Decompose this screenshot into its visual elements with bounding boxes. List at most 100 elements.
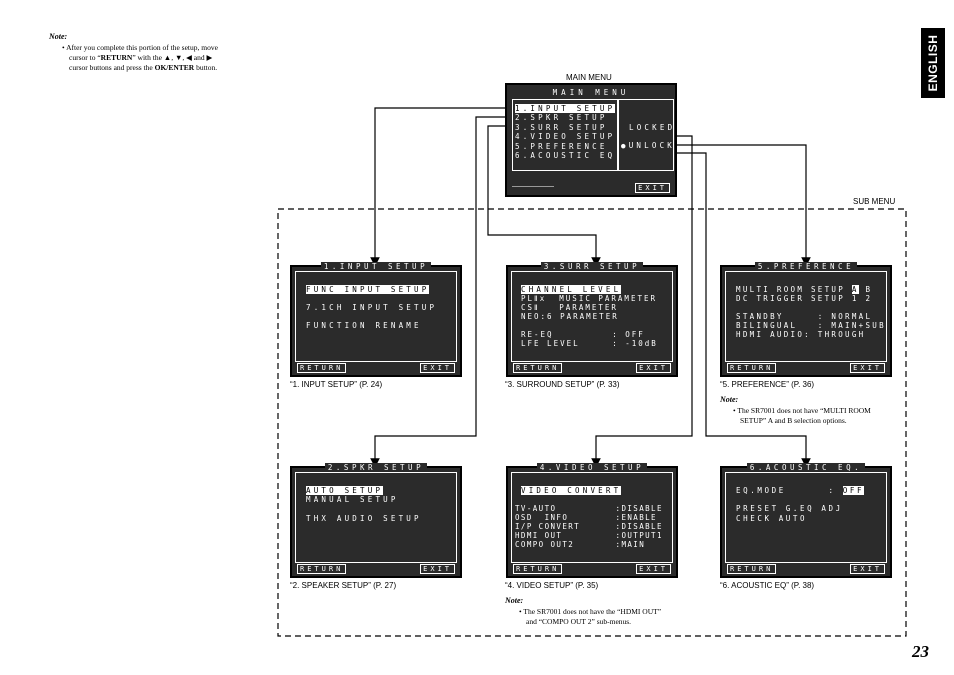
eq-mode-item[interactable]: EQ.MODE : OFF [736,486,865,495]
func-input-setup-item[interactable]: FUNC INPUT SETUP [306,285,430,294]
acoustic-eq-caption: “6. ACOUSTIC EQ” (P. 38) [720,581,815,590]
screen-title: 6.ACOUSTIC EQ. [722,463,890,472]
return-button[interactable]: RETURN [297,363,347,373]
osd-info-item[interactable]: OSD INFO :ENABLE [515,513,657,522]
compo-out2-item[interactable]: COMPO OUT2 :MAIN [515,540,646,549]
main-menu-item-preference[interactable]: 5.PREFERENCE [515,142,608,151]
top-note-line2: cursor to “RETURN” with the ▲, ▼, ◀ and … [62,53,218,63]
manual-setup-item[interactable]: MANUAL SETUP [306,495,399,504]
language-tab: ENGLISH [921,28,945,98]
tv-auto-item[interactable]: TV-AUTO :DISABLE [515,504,663,513]
sub-menu-label: SUB MENU [853,197,896,206]
multi-room-label: MULTI ROOM SETUP [736,285,852,294]
main-menu-item-surr-setup[interactable]: 3.SURR SETUP [515,123,608,132]
top-note-line3: cursor buttons and press the OK/ENTER bu… [62,63,218,73]
surr-setup-screen: 3.SURR SETUP CHANNEL LEVEL PLⅡx MUSIC PA… [506,262,678,377]
screen-title: 4.VIDEO SETUP [508,463,676,472]
main-menu-divider [512,186,554,187]
main-menu-item-spkr-setup[interactable]: 2.SPKR SETUP [515,113,608,122]
return-button[interactable]: RETURN [513,363,563,373]
screen-title: 2.SPKR SETUP [292,463,460,472]
thx-audio-setup-item[interactable]: THX AUDIO SETUP [306,514,422,523]
top-note-line1: • After you complete this portion of the… [62,43,218,52]
video-note-text: • The SR7001 does not have the “HDMI OUT… [519,607,661,627]
auto-setup-item[interactable]: AUTO SETUP [306,486,384,495]
return-button[interactable]: RETURN [297,564,347,574]
main-menu-item-video-setup[interactable]: 4.VIDEO SETUP [515,132,616,141]
multi-room-option-a[interactable]: A [851,285,859,294]
screen-frame [295,271,457,362]
arrow-input-setup [370,107,512,267]
check-auto-item[interactable]: CHECK AUTO [736,514,808,523]
dc-trigger-setup-item[interactable]: DC TRIGGER SETUP 1 2 [736,294,873,303]
cs2-parameter-item[interactable]: CSⅡ PARAMETER [521,303,618,312]
hdmi-audio-item[interactable]: HDMI AUDIO: THROUGH [736,330,866,339]
preference-caption: “5. PREFERENCE” (P. 36) [720,380,815,389]
preference-note-line2: SETUP” A and B selection options. [740,416,847,425]
video-convert-item[interactable]: VIDEO CONVERT [521,486,622,495]
main-menu-item-acoustic-eq[interactable]: 6.ACOUSTIC EQ [515,151,616,160]
main-menu-title: MAIN MENU [552,88,630,97]
screen-frame [511,271,673,362]
video-setup-caption: “4. VIDEO SETUP” (P. 35) [505,581,599,590]
lfe-level-item[interactable]: LFE LEVEL : -10dB [521,339,658,348]
pl2x-music-parameter-item[interactable]: PLⅡx MUSIC PARAMETER [521,294,657,303]
arrow-spkr-setup [370,116,512,468]
spkr-setup-title: 2.SPKR SETUP [324,463,428,472]
eq-mode-value[interactable]: OFF [842,486,865,495]
preference-title: 5.PREFERENCE [754,262,858,271]
arrow-preference [660,144,811,267]
bilingual-item[interactable]: BILINGUAL : MAIN+SUB [736,321,886,330]
eq-mode-label: EQ.MODE : [736,486,843,495]
top-note-text-part: ” with the ▲, ▼, ◀ and ▶ [132,53,213,62]
speaker-setup-caption: “2. SPEAKER SETUP” (P. 27) [290,581,397,590]
hdmi-out-item[interactable]: HDMI OUT :OUTPUT1 [515,531,663,540]
exit-button[interactable]: EXIT [635,183,670,193]
return-button[interactable]: RETURN [727,564,777,574]
71ch-input-setup-item[interactable]: 7.1CH INPUT SETUP [306,303,438,312]
multi-room-setup-item[interactable]: MULTI ROOM SETUP A B [736,285,872,294]
locked-option[interactable]: LOCKED [629,123,676,132]
lock-box [618,99,674,171]
top-note-text-part: cursor buttons and press the [69,63,155,72]
video-setup-screen: 4.VIDEO SETUP VIDEO CONVERT TV-AUTO :DIS… [506,463,678,578]
screen-frame [295,472,457,563]
function-rename-item[interactable]: FUNCTION RENAME [306,321,422,330]
input-setup-screen: 1.INPUT SETUP FUNC INPUT SETUP 7.1CH INP… [290,262,462,377]
exit-button[interactable]: EXIT [850,363,885,373]
acoustic-eq-title: 6.ACOUSTIC EQ. [746,463,866,472]
standby-item[interactable]: STANDBY : NORMAL [736,312,873,321]
screen-title: 3.SURR SETUP [508,262,676,271]
return-button[interactable]: RETURN [513,564,563,574]
return-keyword: RETURN [100,53,133,62]
surr-setup-title: 3.SURR SETUP [540,262,644,271]
neo6-parameter-item[interactable]: NEO:6 PARAMETER [521,312,619,321]
exit-button[interactable]: EXIT [636,363,671,373]
main-menu-item-input-setup[interactable]: 1.INPUT SETUP [515,104,616,113]
exit-button[interactable]: EXIT [850,564,885,574]
page-number: 23 [912,642,929,661]
main-menu-list-box [512,99,618,171]
top-note-text-part: button. [194,63,218,72]
screen-title: 1.INPUT SETUP [292,262,460,271]
input-setup-title: 1.INPUT SETUP [320,262,432,271]
multi-room-option-b[interactable]: B [858,285,873,294]
return-button[interactable]: RETURN [727,363,777,373]
re-eq-item[interactable]: RE-EQ : OFF [521,330,645,339]
unlock-option[interactable]: ●UNLOCK [621,141,676,150]
preset-geq-adj-item[interactable]: PRESET G.EQ ADJ [736,504,843,513]
ip-convert-item[interactable]: I/P CONVERT :DISABLE [515,522,663,531]
video-note-title: Note: [505,596,524,605]
exit-button[interactable]: EXIT [420,363,455,373]
channel-level-item[interactable]: CHANNEL LEVEL [521,285,622,294]
exit-button[interactable]: EXIT [636,564,671,574]
video-setup-title: 4.VIDEO SETUP [536,463,648,472]
ok-enter-keyword: OK/ENTER [154,63,195,72]
exit-button[interactable]: EXIT [420,564,455,574]
screen-frame [725,472,887,563]
spkr-setup-screen: 2.SPKR SETUP AUTO SETUP MANUAL SETUP THX… [290,463,462,578]
arrow-video-setup [591,135,693,468]
preference-note-line1: • The SR7001 does not have “MULTI ROOM [733,406,871,415]
acoustic-eq-screen: 6.ACOUSTIC EQ. EQ.MODE : OFF PRESET G.EQ… [720,463,892,578]
